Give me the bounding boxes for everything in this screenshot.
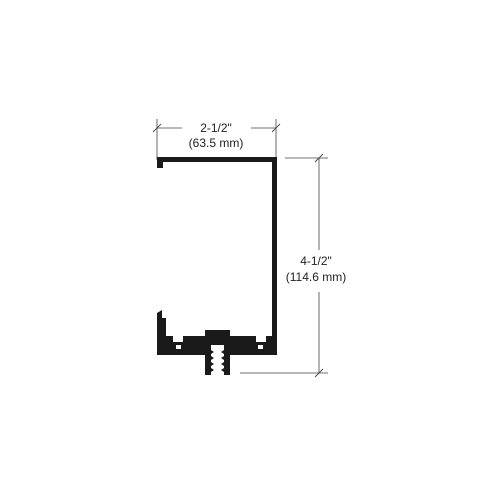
height-tick-bottom bbox=[314, 368, 324, 378]
width-tick-right bbox=[271, 123, 281, 133]
height-tick-top bbox=[314, 153, 324, 163]
profile-top-flange bbox=[157, 157, 277, 168]
height-dimension: 4-1/2" (114.6 mm) bbox=[240, 153, 346, 378]
right-step-groove bbox=[258, 345, 263, 349]
profile-right-step bbox=[230, 336, 277, 355]
height-metric-label: (114.6 mm) bbox=[286, 270, 346, 284]
extrusion-profile bbox=[157, 157, 277, 375]
left-step-groove bbox=[176, 345, 181, 349]
width-tick-left bbox=[152, 123, 162, 133]
screw-channel bbox=[176, 345, 263, 375]
profile-right-wall bbox=[272, 157, 277, 341]
width-dimension: 2-1/2" (63.5 mm) bbox=[152, 119, 281, 160]
screw-channel-opening bbox=[211, 345, 224, 375]
profile-left-lip bbox=[157, 310, 166, 342]
height-imperial-label: 4-1/2" bbox=[300, 254, 332, 268]
width-metric-label: (63.5 mm) bbox=[189, 136, 244, 150]
thread-teeth bbox=[211, 350, 224, 372]
width-imperial-label: 2-1/2" bbox=[200, 121, 232, 135]
